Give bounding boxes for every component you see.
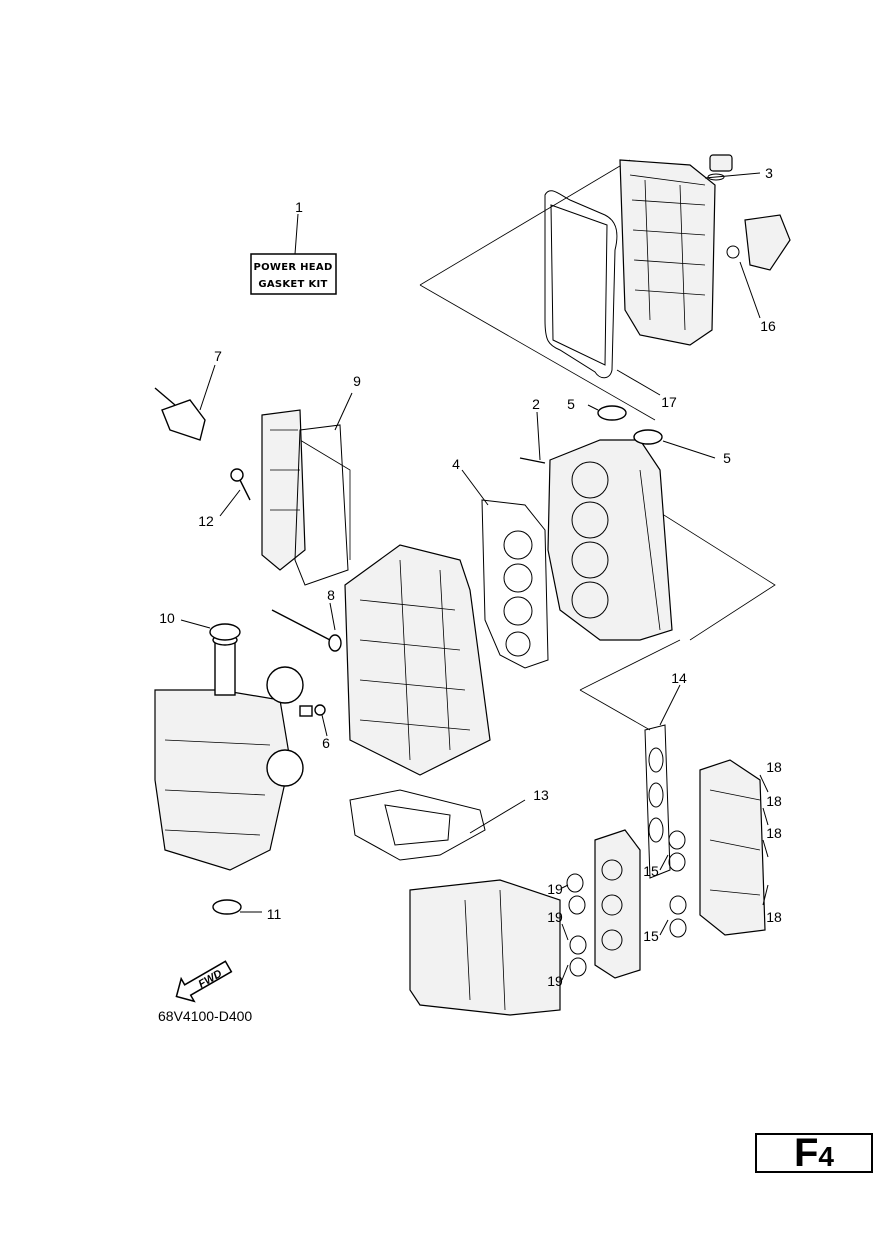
head-cover-gasket (544, 190, 618, 379)
crankcase (154, 634, 304, 871)
guide-lines (299, 159, 776, 731)
callout-5b: 5 (723, 450, 731, 466)
gasket-kit-line1: POWER HEAD (253, 262, 332, 273)
seal-5b (633, 429, 663, 445)
callout-5a: 5 (567, 396, 575, 412)
page-number: 4 (818, 1141, 834, 1172)
leader-lines (180, 172, 769, 981)
cylinder-block (344, 544, 491, 776)
oil-seal-11 (212, 899, 242, 915)
bolt-2 (519, 457, 546, 464)
callout-15b: 15 (643, 928, 659, 944)
callout-3: 3 (765, 165, 773, 181)
gasket-13 (349, 789, 486, 861)
callout-12: 12 (198, 513, 214, 529)
intake-manifold (699, 759, 766, 936)
cap-part (707, 154, 733, 181)
callout-17: 17 (661, 394, 677, 410)
callout-18c: 18 (766, 825, 782, 841)
thermostat-part (726, 214, 791, 271)
cylinder-head (547, 439, 673, 641)
o-rings-15 (668, 830, 687, 938)
callout-9: 9 (353, 373, 361, 389)
exhaust-gasket (294, 424, 349, 586)
o-rings-19 (566, 873, 587, 977)
throttle-body (594, 829, 641, 979)
callout-4: 4 (452, 456, 460, 472)
callout-16: 16 (760, 318, 776, 334)
page-letter: F (793, 1130, 819, 1175)
fwd-arrow-icon: FWD (175, 960, 233, 1003)
callout-7: 7 (214, 348, 222, 364)
callout-10: 10 (159, 610, 175, 626)
callout-18a: 18 (766, 759, 782, 775)
head-gasket (481, 499, 549, 669)
callout-2: 2 (532, 396, 540, 412)
cylinder-head-cover (619, 159, 716, 346)
intake-gasket-14 (644, 724, 671, 879)
callout-11: 11 (267, 906, 282, 922)
callout-1: 1 (295, 199, 303, 215)
page-reference-box: F 4 (755, 1130, 873, 1175)
callout-19c: 19 (547, 973, 563, 989)
fwd-label: FWD (196, 968, 224, 991)
gasket-kit-label: POWER HEAD GASKET KIT (250, 213, 337, 295)
silencer (409, 879, 561, 1016)
callout-18b: 18 (766, 793, 782, 809)
bracket-7 (154, 387, 206, 441)
drawing-number: 68V4100-D400 (158, 1008, 252, 1024)
callout-15a: 15 (643, 863, 659, 879)
seal-5a (597, 405, 627, 421)
callouts: 1 2 3 4 5 5 6 7 8 9 10 11 12 13 14 15 15… (159, 165, 782, 989)
bolt-6 (299, 704, 326, 717)
callout-14: 14 (671, 670, 687, 686)
sensor-8 (271, 609, 342, 652)
callout-18d: 18 (766, 909, 782, 925)
callout-13: 13 (533, 787, 549, 803)
callout-8: 8 (327, 587, 335, 603)
callout-6: 6 (322, 735, 330, 751)
callout-19a: 19 (547, 881, 563, 897)
bolt-12 (230, 468, 251, 501)
oil-seal-10 (209, 623, 241, 641)
exhaust-cover (261, 409, 306, 571)
callout-19b: 19 (547, 909, 563, 925)
gasket-kit-line2: GASKET KIT (258, 279, 327, 290)
